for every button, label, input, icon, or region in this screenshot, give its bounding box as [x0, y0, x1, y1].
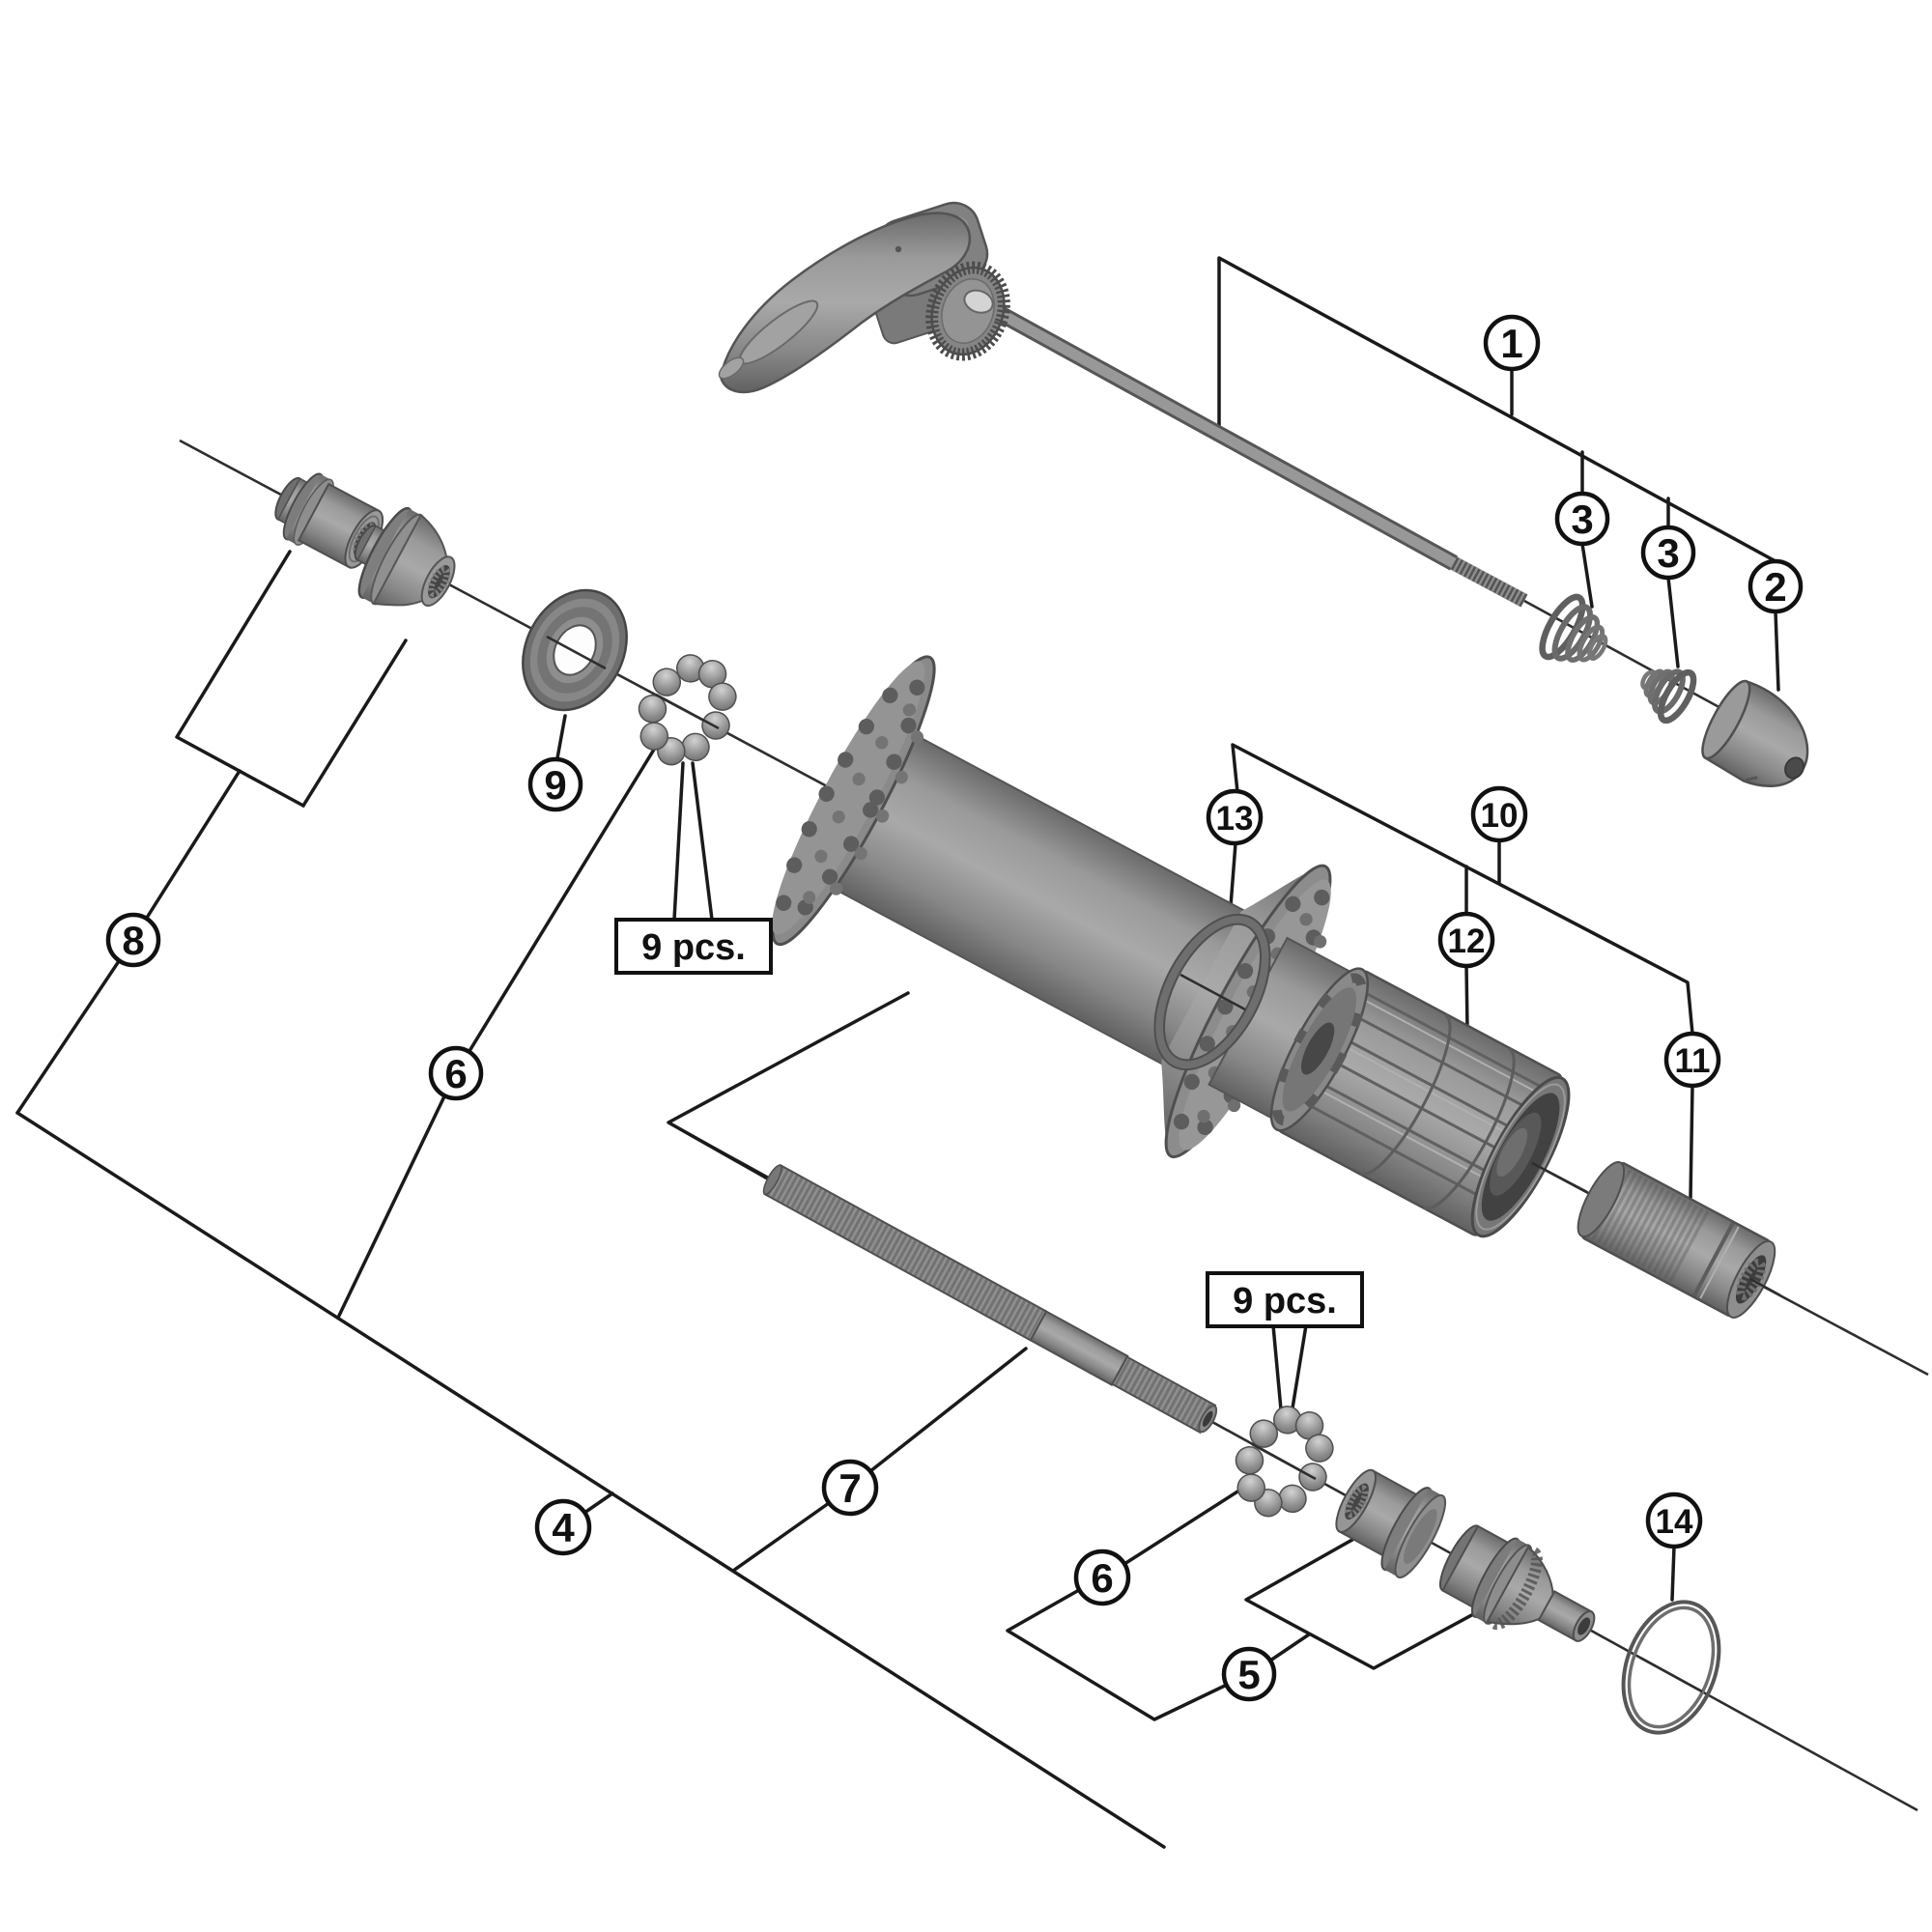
qr-spring-left [1539, 593, 1608, 663]
lever-pin-hole [895, 245, 902, 253]
axle [762, 1163, 1218, 1435]
svg-text:10: 10 [1481, 797, 1519, 835]
svg-text:12: 12 [1448, 923, 1486, 960]
callout-13: 13 [1206, 788, 1264, 846]
quantity-label-lower: 9 pcs. [1206, 1271, 1364, 1328]
svg-text:8: 8 [122, 918, 144, 963]
callout-3b: 3 [1640, 525, 1696, 581]
seal-ring [522, 588, 628, 712]
svg-text:3: 3 [1571, 497, 1593, 542]
callout-14: 14 [1645, 1492, 1703, 1549]
callout-9: 9 [527, 756, 583, 812]
svg-text:4: 4 [552, 1505, 575, 1550]
qr-lever-blade [719, 212, 972, 394]
lock-nut-unit [1438, 1524, 1596, 1642]
svg-text:2: 2 [1764, 564, 1786, 610]
axle-cone [354, 506, 456, 607]
qr-spring-right [1640, 668, 1697, 724]
axis-hole-overlays [546, 635, 1781, 1693]
svg-text:5: 5 [1237, 1652, 1260, 1697]
callout-6-upper: 6 [428, 1045, 484, 1101]
quantity-label-upper-text: 9 pcs. [641, 927, 746, 968]
freehub-body [1269, 967, 1571, 1238]
ball-retainer-lower [1235, 1406, 1334, 1518]
svg-text:11: 11 [1675, 1042, 1711, 1080]
qr-end-nut [1701, 679, 1809, 787]
callout-1: 1 [1483, 314, 1541, 372]
svg-text:1: 1 [1500, 321, 1522, 366]
seal-o-ring [1153, 913, 1271, 1071]
qr-adjusting-nut [925, 261, 1010, 361]
leader-lines [15, 256, 1780, 1849]
svg-text:6: 6 [1091, 1555, 1113, 1601]
svg-text:13: 13 [1216, 800, 1254, 838]
callout-12: 12 [1437, 911, 1495, 969]
callout-10: 10 [1470, 785, 1528, 843]
callout-3a: 3 [1554, 491, 1610, 547]
svg-text:7: 7 [838, 1465, 861, 1511]
quantity-label-upper: 9 pcs. [614, 918, 773, 975]
callout-11: 11 [1663, 1031, 1721, 1089]
svg-text:9: 9 [544, 762, 566, 808]
cone-nut [1335, 1468, 1447, 1578]
svg-text:3: 3 [1657, 530, 1679, 576]
callout-7: 7 [821, 1459, 879, 1517]
callout-8: 8 [105, 912, 161, 968]
svg-text:14: 14 [1656, 1503, 1693, 1541]
callout-4: 4 [534, 1498, 592, 1556]
snap-ring [1621, 1600, 1721, 1735]
callout-5: 5 [1221, 1646, 1277, 1702]
callout-6-lower: 6 [1073, 1548, 1131, 1606]
svg-text:6: 6 [444, 1051, 467, 1096]
quantity-label-lower-text: 9 pcs. [1233, 1281, 1337, 1321]
qr-skewer-rod [977, 296, 1528, 608]
callout-2: 2 [1747, 558, 1804, 614]
freehub-spacer [1577, 1161, 1776, 1319]
